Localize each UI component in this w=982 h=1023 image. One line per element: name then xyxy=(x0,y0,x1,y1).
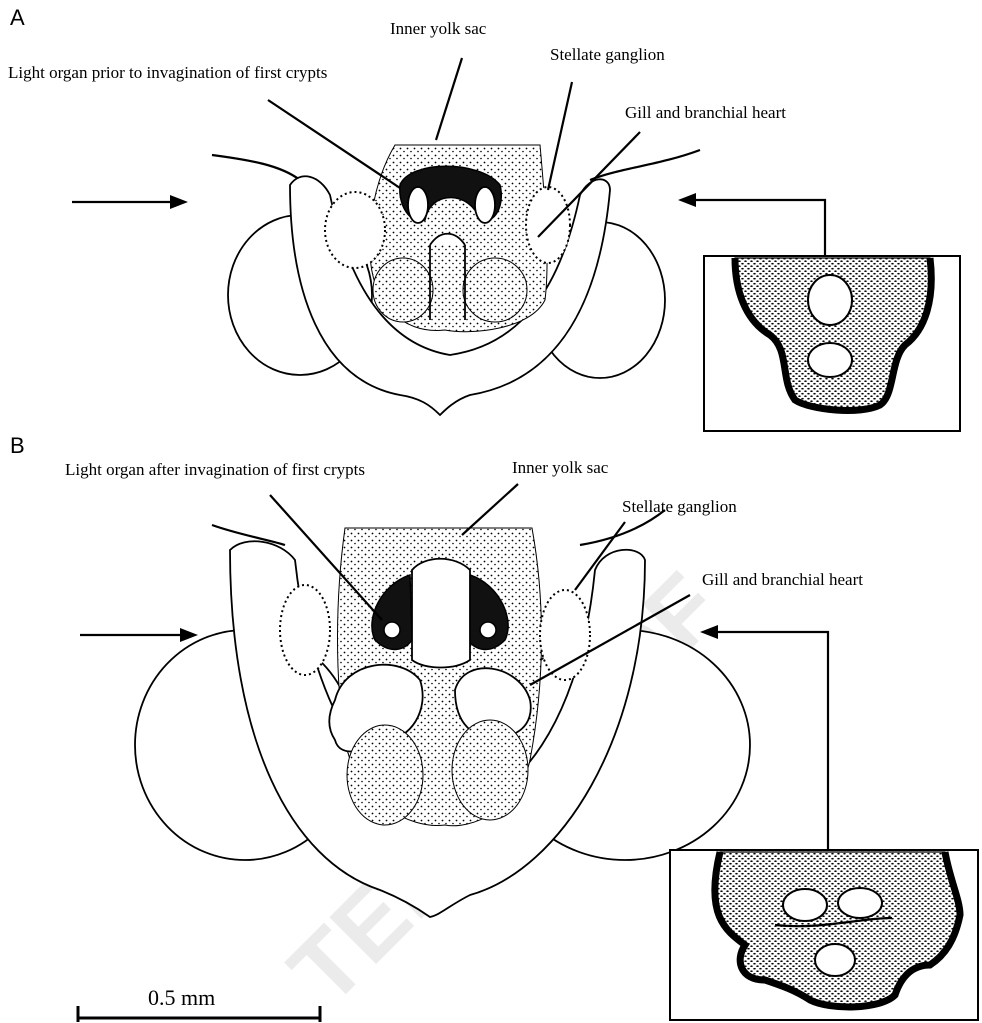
inset-a-crypt-lower xyxy=(808,343,852,377)
panel-a-light-organ-lobe-right xyxy=(475,187,495,223)
label-a-stellate-ganglion: Stellate ganglion xyxy=(550,45,665,64)
label-a-gill-heart: Gill and branchial heart xyxy=(625,103,786,122)
leader-a-light-organ xyxy=(268,100,400,188)
panel-b-light-organ-center xyxy=(412,559,470,668)
panel-a-light-organ-lobe-left xyxy=(408,187,428,223)
label-b-stellate-ganglion: Stellate ganglion xyxy=(622,497,737,516)
label-b-gill-heart: Gill and branchial heart xyxy=(702,570,863,589)
leader-a-inner-yolk-sac xyxy=(436,58,462,140)
panel-a-arm-left xyxy=(212,155,300,180)
panel-b-light-organ-pore-left xyxy=(384,622,400,638)
panel-a-stellate-left xyxy=(325,192,385,268)
arrow-a-right-head xyxy=(678,193,696,207)
scale-bar: 0.5 mm xyxy=(78,985,320,1022)
panel-a-gill-right xyxy=(463,258,527,322)
inset-b-crypt-left xyxy=(783,889,827,921)
arrow-a-right-line xyxy=(690,200,825,256)
panel-b: B Light organ after invagination of firs… xyxy=(10,433,978,1020)
label-a-light-organ: Light organ prior to invagination of fir… xyxy=(8,63,327,82)
panel-b-gill-left xyxy=(347,725,423,825)
inset-b-crypt-lower xyxy=(815,944,855,976)
inset-b-crypt-right xyxy=(838,888,882,918)
panel-b-letter: B xyxy=(10,433,25,458)
panel-a-letter: A xyxy=(10,5,25,30)
arrow-a-left-head xyxy=(170,195,188,209)
scale-bar-label: 0.5 mm xyxy=(148,985,215,1010)
panel-b-light-organ-pore-right xyxy=(480,622,496,638)
leader-b-inner-yolk-sac xyxy=(462,484,518,535)
inset-a-crypt-upper xyxy=(808,275,852,325)
panel-b-gill-right xyxy=(452,720,528,820)
leader-a-stellate xyxy=(548,82,572,190)
panel-a-stellate-right xyxy=(526,187,570,263)
panel-a-gill-left xyxy=(373,258,433,322)
label-b-light-organ: Light organ after invagination of first … xyxy=(65,460,365,479)
label-a-inner-yolk-sac: Inner yolk sac xyxy=(390,19,487,38)
panel-b-stellate-left xyxy=(280,585,330,675)
panel-a: A Inner yolk sac Stellate ganglion Light… xyxy=(8,5,960,431)
arrow-b-left-head xyxy=(180,628,198,642)
label-b-inner-yolk-sac: Inner yolk sac xyxy=(512,458,609,477)
